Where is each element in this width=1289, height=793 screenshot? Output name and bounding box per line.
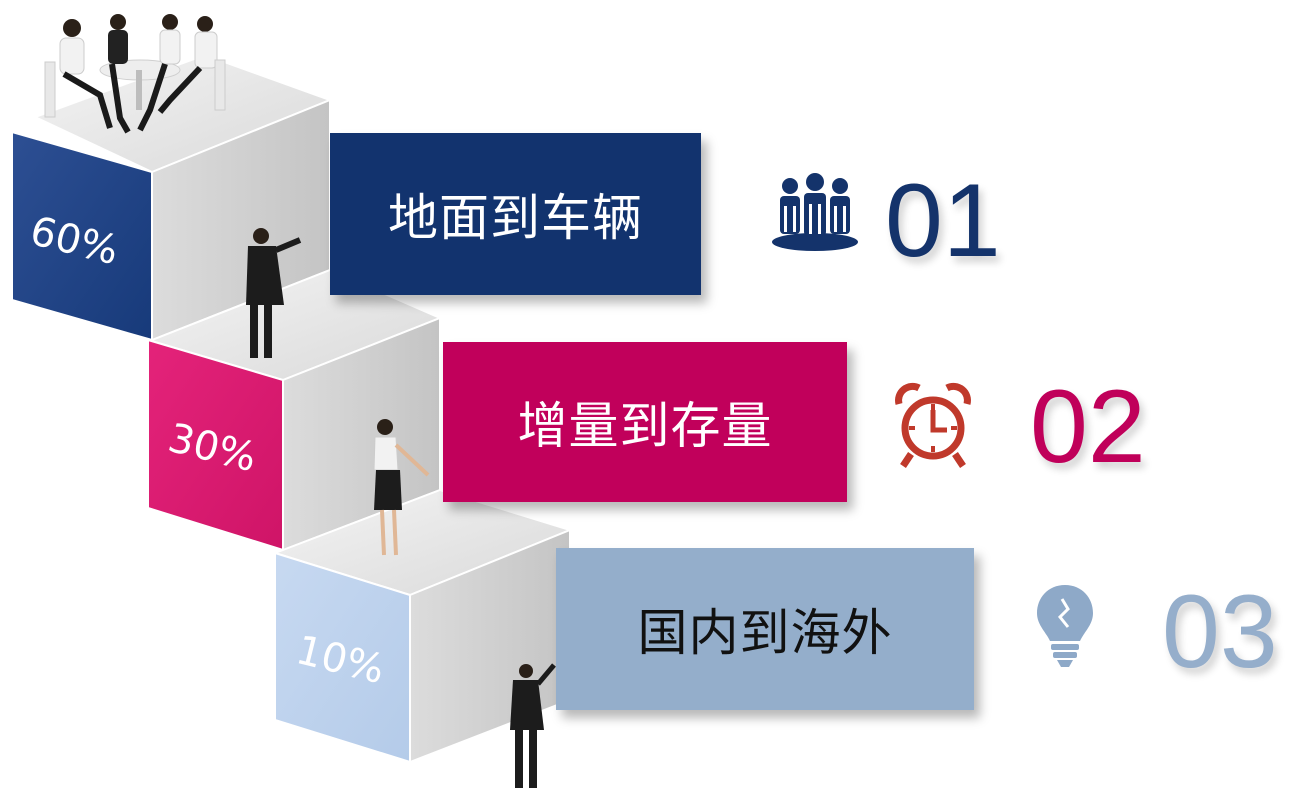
cube-30: [147, 268, 443, 552]
step-title-2: 增量到存量: [517, 397, 773, 455]
step-band-2: 增量到存量: [443, 342, 847, 502]
businesswoman-figure: [373, 419, 430, 556]
step-number-3: 03: [1162, 574, 1278, 690]
step-band-1: 地面到车辆: [330, 133, 701, 295]
businessman-figure-1: [246, 228, 302, 358]
people-icon: [772, 173, 858, 251]
light-bulb-icon: [1037, 585, 1093, 667]
step-band-3: 国内到海外: [556, 548, 974, 710]
step-number-2: 02: [1030, 369, 1146, 485]
step-title-3: 国内到海外: [637, 604, 893, 662]
step-number-1: 01: [885, 163, 1001, 279]
business-meeting-figures: [44, 14, 226, 134]
alarm-clock-icon: [895, 382, 971, 468]
cube-60: [11, 53, 333, 342]
businessman-figure-2: [510, 663, 556, 788]
step-title-1: 地面到车辆: [388, 189, 643, 247]
